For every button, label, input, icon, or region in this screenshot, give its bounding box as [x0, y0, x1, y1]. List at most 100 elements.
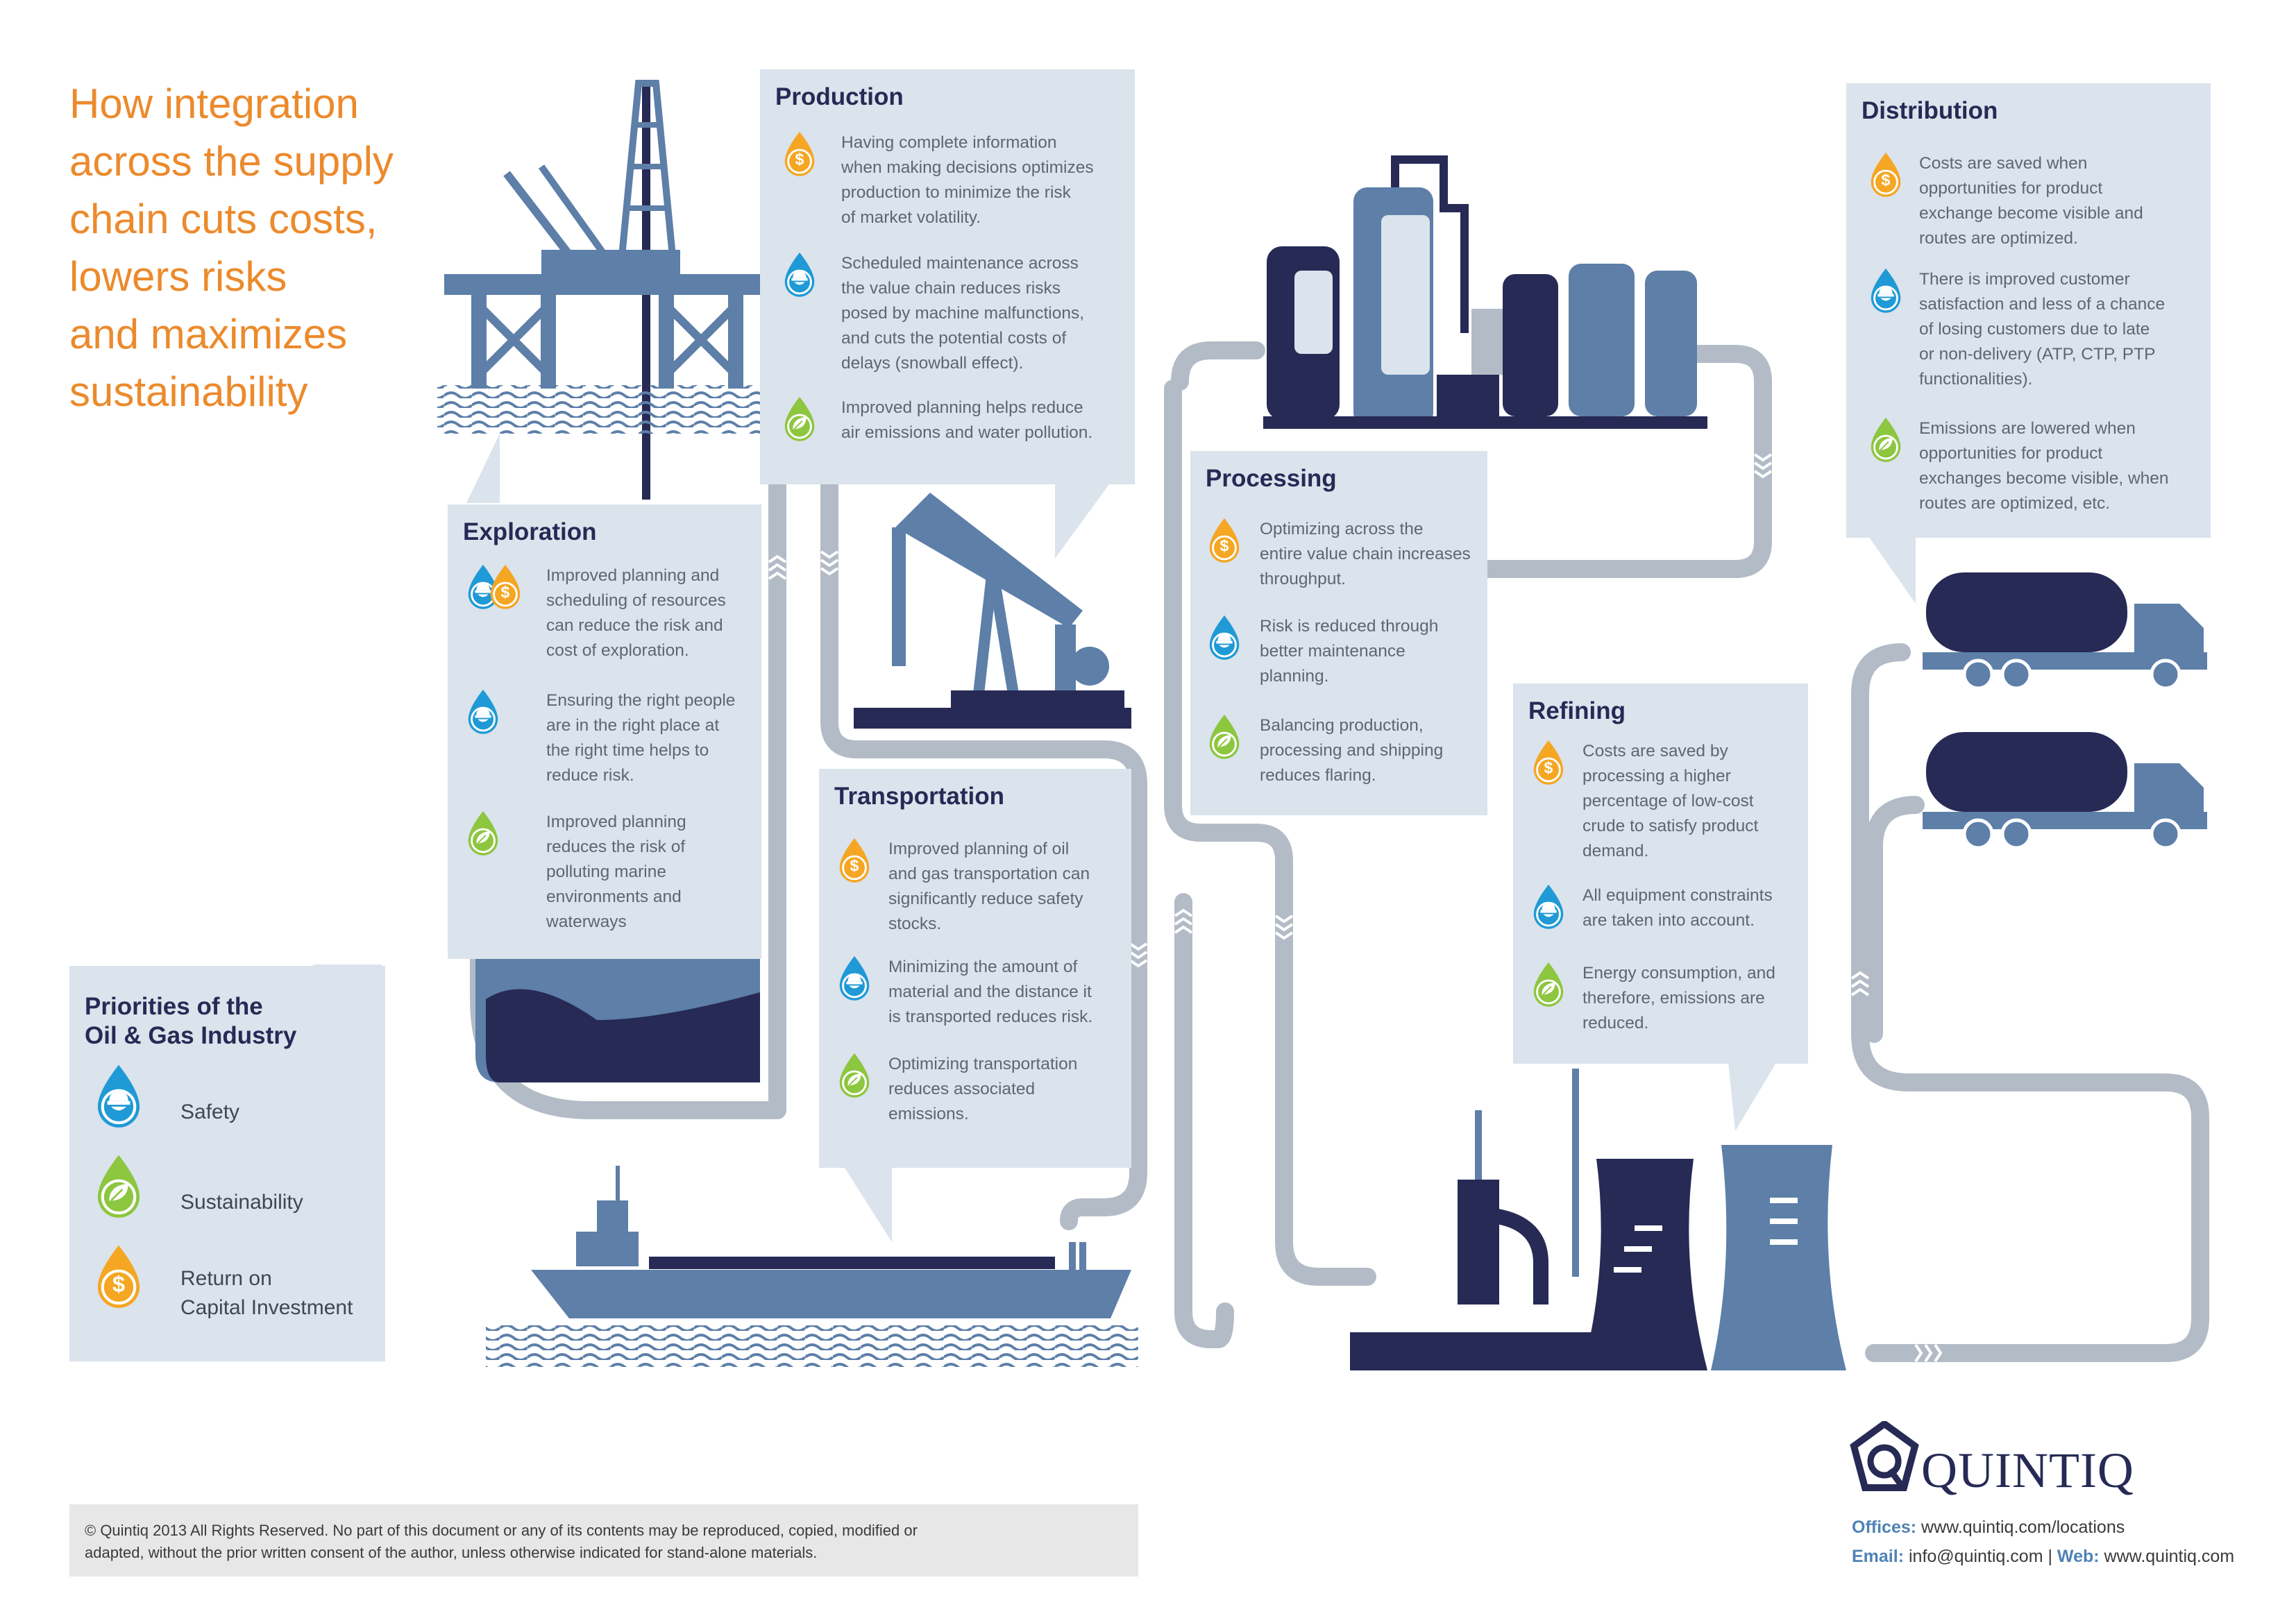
benefit-text-line: Optimizing across the — [1260, 520, 1424, 538]
benefit-text-line: Emissions are lowered when — [1919, 419, 2136, 438]
safety-icon — [779, 251, 820, 303]
benefit-text-line: Improved planning — [546, 813, 686, 831]
section-heading: Production — [775, 83, 904, 110]
return-icon: $ — [90, 1243, 147, 1315]
benefit-text-line: demand. — [1582, 842, 1649, 860]
benefit-text-line: and gas transportation can — [888, 865, 1090, 883]
svg-text:$: $ — [795, 150, 804, 168]
benefit-text-line: Improved planning helps reduce — [841, 398, 1083, 417]
benefit-text-line: reduce risk. — [546, 766, 634, 785]
benefit-text-line: environments and — [546, 887, 682, 906]
section-heading: Distribution — [1862, 97, 1998, 124]
benefit-text: Balancing production,processing and ship… — [1260, 713, 1443, 788]
legend-label-line: Safety — [180, 1101, 240, 1123]
production-callout: Production $ Having complete information wh… — [760, 69, 1135, 484]
benefit-text-line: delays (snowball effect). — [841, 354, 1024, 373]
quintiq-logo-text: QUINTIQ — [1921, 1443, 2134, 1498]
benefit-text-line: reduces associated — [888, 1080, 1036, 1098]
benefit-text-line: crude to satisfy product — [1582, 817, 1759, 835]
benefit-text-line: exchanges become visible, when — [1919, 469, 2169, 488]
benefit-text-line: entire value chain increases — [1260, 545, 1471, 563]
benefit-text: Risk is reduced through better maintenanc… — [1260, 614, 1438, 689]
legend-label-line: Capital Investment — [180, 1296, 353, 1319]
benefit-text-line: Costs are saved when — [1919, 154, 2088, 173]
web-link[interactable]: www.quintiq.com — [2104, 1547, 2235, 1566]
processing-callout: Processing $ Optimizing across the entire v… — [1190, 451, 1487, 815]
benefit-text-line: reduced. — [1582, 1014, 1649, 1033]
copyright-notice: © Quintiq 2013 All Rights Reserved. No p… — [69, 1504, 1138, 1577]
benefit-text-line: Ensuring the right people — [546, 691, 736, 710]
email-link[interactable]: info@quintiq.com — [1908, 1547, 2043, 1566]
safety-icon — [1204, 614, 1244, 666]
benefit-text-line: and cuts the potential costs of — [841, 329, 1067, 348]
benefit-text-line: Improved planning of oil — [888, 840, 1070, 858]
seabed — [475, 958, 760, 1082]
benefit-text-line: routes are optimized, etc. — [1919, 494, 2111, 513]
benefit-text-line: processing and shipping — [1260, 741, 1444, 760]
legend-panel: Priorities of the Oil & Gas Industry Saf… — [69, 966, 385, 1361]
benefit-text-line: the value chain reduces risks — [841, 279, 1061, 298]
benefit-text-line: exchange become visible and — [1919, 204, 2143, 223]
benefit-text-line: can reduce the risk and — [546, 616, 723, 635]
return-icon: $ — [834, 837, 875, 889]
title-line: lowers risks — [69, 253, 287, 300]
return-icon: $ — [485, 563, 525, 615]
benefit-text-line: processing a higher — [1582, 767, 1731, 785]
benefit-text-line: All equipment constraints — [1582, 886, 1773, 905]
safety-icon — [90, 1063, 147, 1135]
safety-icon — [463, 563, 503, 615]
benefit-text-line: of market volatility. — [841, 208, 981, 227]
separator: | — [2048, 1547, 2052, 1566]
offshore-rig — [437, 80, 791, 500]
return-icon: $ — [1528, 739, 1569, 791]
benefit-text-line: better maintenance — [1260, 642, 1406, 661]
return-icon: $ — [1204, 517, 1244, 569]
sustainability-icon — [1866, 416, 1906, 468]
benefit-text-line: Risk is reduced through — [1260, 617, 1439, 636]
benefit-text-line: planning. — [1260, 667, 1329, 686]
legend-label-line: Sustainability — [180, 1191, 303, 1214]
return-icon: $ — [779, 130, 820, 182]
email-label: Email: — [1852, 1547, 1905, 1566]
safety-icon — [834, 955, 875, 1007]
refinery — [1350, 1069, 1846, 1370]
benefit-text-line: waterways — [546, 912, 627, 931]
benefit-text-line: emissions. — [888, 1105, 969, 1123]
benefit-text: Having complete information when making d… — [841, 130, 1094, 230]
benefit-text-line: satisfaction and less of a chance — [1919, 295, 2166, 314]
quintiq-logo-icon — [1850, 1421, 1919, 1491]
benefit-text-line: opportunities for product — [1919, 179, 2103, 198]
benefit-text-line: Improved planning and — [546, 566, 720, 585]
flow-arrows — [768, 453, 1943, 1363]
benefit-text-line: the right time helps to — [546, 741, 709, 760]
sustainability-icon — [463, 810, 503, 862]
benefit-text-line: reduces the risk of — [546, 838, 686, 856]
benefit-text-line: significantly reduce safety — [888, 890, 1083, 908]
benefit-text-line: when making decisions optimizes — [841, 158, 1094, 177]
benefit-text-line: production to minimize the risk — [841, 183, 1071, 202]
section-heading: Processing — [1206, 465, 1337, 492]
benefit-text-line: Having complete information — [841, 133, 1057, 152]
copyright-line: adapted, without the prior written conse… — [85, 1544, 818, 1561]
sustainability-icon — [1528, 961, 1569, 1013]
offices-link[interactable]: www.quintiq.com/locations — [1921, 1518, 2125, 1537]
benefit-text-line: Minimizing the amount of — [888, 958, 1078, 976]
legend-title-line: Oil & Gas Industry — [85, 1022, 297, 1049]
benefit-text-line: Energy consumption, and — [1582, 964, 1775, 983]
benefit-text-line: There is improved customer — [1919, 270, 2130, 289]
offices-label: Offices: — [1852, 1518, 1917, 1537]
title-line: How integration — [69, 80, 359, 127]
title-line: sustainability — [69, 368, 308, 415]
